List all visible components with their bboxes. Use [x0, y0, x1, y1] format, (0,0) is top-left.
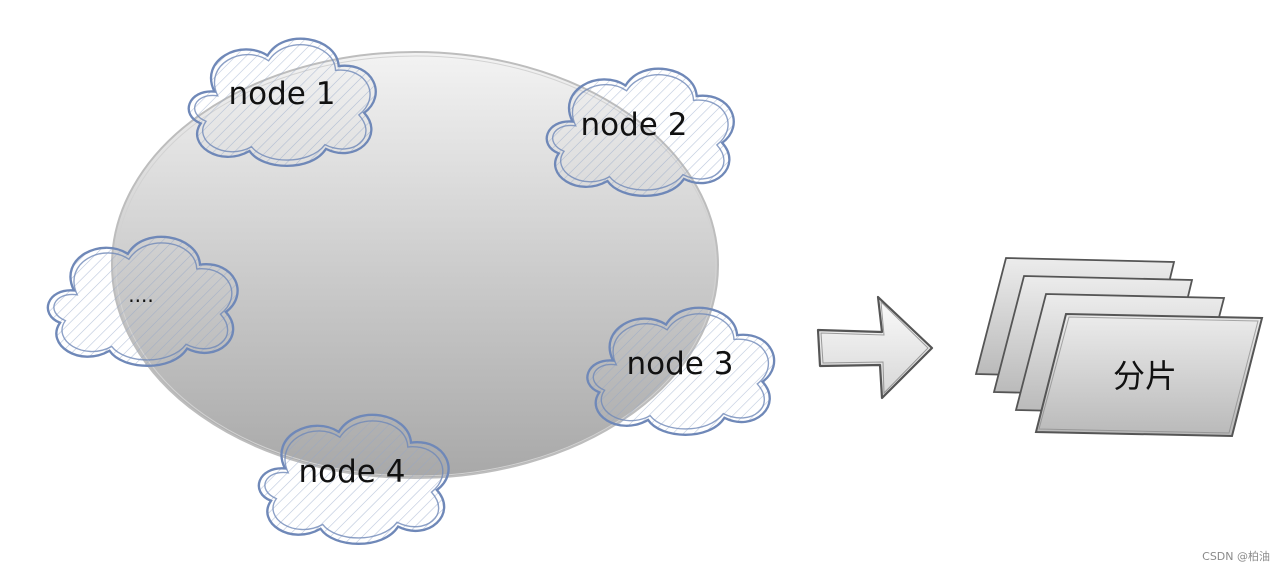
cloud-node-2: node 2: [545, 67, 735, 198]
cloud-node-1: node 1: [187, 37, 377, 168]
shard-label: 分片: [1113, 357, 1177, 395]
node-label: ....: [128, 283, 153, 307]
cloud-node-3: node 3: [586, 306, 776, 436]
watermark: CSDN @柏油: [1202, 550, 1270, 563]
shard-stack: 分片: [974, 257, 1264, 438]
node-label: node 4: [299, 454, 406, 490]
cloud-node-more: ....: [46, 235, 239, 368]
node-label: node 2: [581, 107, 688, 143]
cloud-node-4: node 4: [257, 413, 450, 546]
arrow-right-icon: [816, 295, 934, 400]
node-label: node 1: [229, 76, 336, 112]
node-label: node 3: [627, 346, 734, 382]
